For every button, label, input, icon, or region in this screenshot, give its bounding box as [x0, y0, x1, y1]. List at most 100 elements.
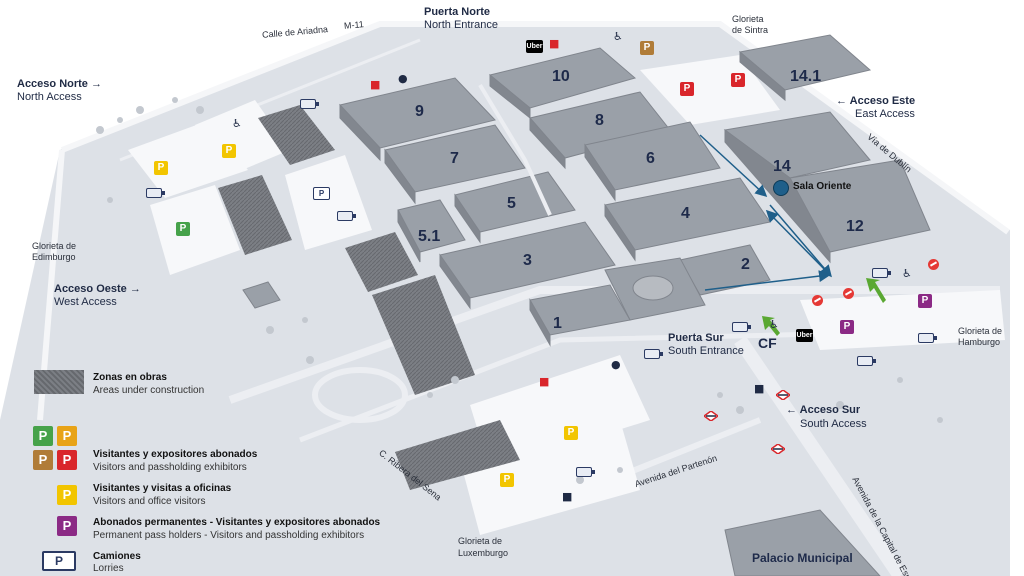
west-access-es: Acceso Oeste →: [54, 283, 141, 295]
no-entry-icon: [843, 288, 854, 299]
route-arrows: [699, 134, 832, 291]
wheelchair-icon: ♿: [769, 318, 779, 331]
parking-yellow-icon: P: [500, 473, 514, 487]
legend-parking-brown-icon: P: [33, 450, 53, 470]
north-entrance-es: Puerta Norte: [424, 6, 491, 18]
hall-14-label: 14: [773, 158, 791, 175]
parking-lot: [150, 185, 240, 275]
ev-charger-icon: [337, 211, 356, 221]
legend-lorry-parking-icon: P: [42, 551, 76, 571]
legend-visitors-pass-es: Visitantes y expositores abonados: [93, 449, 258, 460]
arrow-right-icon: →: [129, 283, 141, 295]
legend-permanent-en: Permanent pass holders - Visitors and pa…: [93, 530, 365, 541]
ev-charger-icon: [872, 268, 891, 278]
bus-icon: ■: [539, 375, 550, 388]
legend-construction-swatch: [34, 370, 84, 394]
legend-permanent-es: Abonados permanentes - Visitantes y expo…: [93, 517, 381, 528]
arrow-left-icon: ←: [786, 404, 797, 416]
hall-6-label: 6: [646, 150, 655, 167]
hall-4-label: 4: [681, 205, 690, 222]
sala-oriente-marker-icon[interactable]: [773, 180, 789, 196]
legend-lorries-es: Camiones: [93, 551, 141, 562]
parking-purple-icon: P: [918, 294, 932, 308]
ev-charger-icon: [857, 356, 876, 366]
ev-charger-icon: [300, 99, 319, 109]
north-access-en: North Access: [17, 91, 82, 103]
parking-green-icon: P: [176, 222, 190, 236]
bus-icon: ■: [549, 37, 560, 50]
north-entrance-en: North Entrance: [424, 19, 498, 31]
arrow-left-icon: ←: [836, 95, 847, 107]
hall-5-label: 5: [507, 195, 516, 212]
construction-zone: [372, 275, 475, 395]
taxi-icon: ●: [398, 72, 408, 85]
hall-2-label: 2: [741, 256, 750, 273]
parking-lot: [470, 355, 650, 470]
west-access-en: West Access: [54, 296, 117, 308]
construction-zone: [395, 420, 520, 490]
hall-buildings: [242, 34, 931, 576]
wheelchair-icon: ♿: [902, 267, 912, 280]
road-label-m11: M-11: [343, 19, 365, 31]
parking-lot: [285, 155, 372, 250]
east-access-es: ← Acceso Este: [836, 95, 916, 107]
bus-icon: ■: [562, 490, 573, 503]
ev-charger-icon: [576, 467, 595, 477]
metro-icon: [704, 411, 718, 421]
hall-8-label: 8: [595, 112, 604, 129]
glorieta-luxemburgo-2: Luxemburgo: [458, 548, 509, 558]
parking-yellow-icon: P: [154, 161, 168, 175]
palacio-municipal-label: Palacio Municipal: [752, 551, 853, 565]
sala-oriente-label: Sala Oriente: [793, 181, 852, 192]
north-access-es: Acceso Norte →: [17, 78, 102, 90]
legend-office-en: Visitors and office visitors: [93, 496, 206, 507]
legend-parking-yellow-icon: P: [57, 485, 77, 505]
parking-orange-icon: P: [640, 41, 654, 55]
construction-zone: [218, 175, 292, 255]
glorieta-edimburgo-2: Edimburgo: [32, 252, 76, 262]
south-entrance-en: South Entrance: [668, 345, 744, 357]
legend-construction-en: Areas under construction: [93, 385, 205, 396]
south-entrance-es: Puerta Sur: [668, 332, 724, 344]
legend-parking-orange-icon: P: [57, 426, 77, 446]
uber-icon: Uber: [526, 40, 543, 53]
east-access-en: East Access: [855, 108, 915, 120]
metro-icon: [771, 444, 785, 454]
south-access-en: South Access: [800, 418, 867, 430]
glorieta-hamburgo-2: Hamburgo: [958, 337, 1001, 347]
highlight-arrows: [762, 278, 886, 336]
legend-construction-es: Zonas en obras: [93, 372, 167, 383]
glorieta-sintra-1: Glorieta: [732, 14, 764, 24]
legend-parking-purple-icon: P: [57, 516, 77, 536]
arrow-right-icon: →: [90, 78, 102, 90]
hall-14-1-label: 14.1: [790, 68, 822, 85]
hall-5-1-label: 5.1: [418, 228, 441, 245]
ev-charger-icon: [732, 322, 751, 332]
parking-lot: [640, 55, 780, 125]
ring-road: [60, 21, 1010, 235]
no-entry-icon: [812, 295, 823, 306]
hall-3-label: 3: [523, 252, 532, 269]
glorieta-edimburgo-1: Glorieta de: [32, 241, 77, 251]
metro-icon: [776, 390, 790, 400]
lorry-parking-icon: P: [313, 187, 330, 200]
hall-10-label: 10: [552, 68, 570, 85]
parking-purple-icon: P: [840, 320, 854, 334]
south-access-es: ← Acceso Sur: [786, 404, 861, 416]
hall-7-label: 7: [450, 150, 459, 167]
glorieta-sintra-2: de Sintra: [732, 25, 769, 35]
bus-icon: ■: [370, 78, 381, 91]
legend-visitors-pass-en: Visitors and passholding exhibitors: [93, 462, 247, 473]
bus-icon: ■: [754, 382, 765, 395]
ev-charger-icon: [918, 333, 937, 343]
hall-9-label: 9: [415, 103, 424, 120]
uber-icon: Uber: [796, 329, 813, 342]
ev-charger-icon: [146, 188, 165, 198]
taxi-icon: ●: [611, 358, 621, 371]
legend-office-es: Visitantes y visitas a oficinas: [93, 483, 232, 494]
hall-12-label: 12: [846, 218, 864, 235]
parking-red-icon: P: [680, 82, 694, 96]
glorieta-hamburgo-1: Glorieta de: [958, 326, 1003, 336]
